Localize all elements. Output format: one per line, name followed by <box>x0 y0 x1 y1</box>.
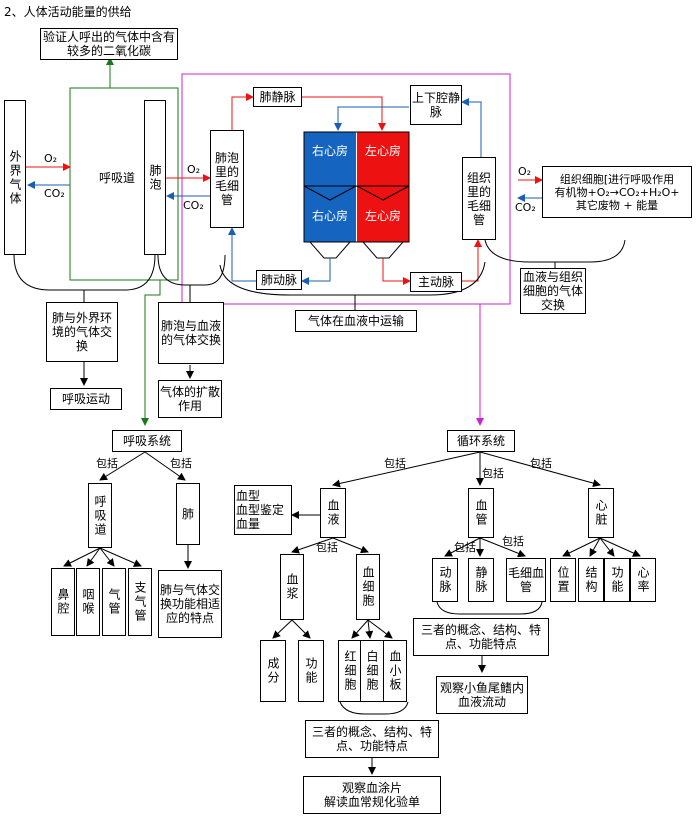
blood-cell-box: 血细胞 <box>356 554 380 620</box>
wbc-box: 白细胞 <box>360 640 384 702</box>
blood-concepts-box: 三者的概念、结构、特点、功能特点 <box>305 720 439 758</box>
include-label: 包括 <box>454 541 476 554</box>
trachea-box: 气管 <box>102 568 126 636</box>
pulmonary-artery-box: 肺动脉 <box>256 270 302 290</box>
right-atrium-label: 右心房 <box>311 143 348 158</box>
artery-box: 动脉 <box>432 558 458 602</box>
resp-system-box: 呼吸系统 <box>112 430 182 452</box>
page-title: 2、人体活动能量的供给 <box>4 5 132 19</box>
respiratory-frame <box>69 87 179 281</box>
aorta-box: 主动脉 <box>410 272 462 292</box>
capillary-box: 毛细血管 <box>506 558 546 602</box>
blood-type-box: 血型 血型鉴定 血量 <box>234 485 292 535</box>
circ-system-box: 循环系统 <box>447 430 515 452</box>
include-label: 包括 <box>530 457 552 470</box>
include-label: 包括 <box>502 535 524 548</box>
blood-transport-box: 气体在血液中运输 <box>295 310 417 332</box>
position-box: 位置 <box>550 558 576 602</box>
alveolar-capillary-box: 肺泡里的毛细管 <box>210 130 244 228</box>
plasma-box: 血浆 <box>280 554 304 620</box>
heart-rate-box: 心率 <box>630 558 656 602</box>
breathing-motion-box: 呼吸运动 <box>50 388 122 410</box>
circulation-frame <box>181 73 511 305</box>
vein-box: 静脉 <box>468 558 494 602</box>
o2-label-left: O₂ <box>44 152 58 165</box>
co2-label-left: CO₂ <box>44 187 65 200</box>
include-label: 包括 <box>170 457 192 470</box>
o2-label-mid: O₂ <box>187 163 201 176</box>
nasal-box: 鼻腔 <box>51 568 75 636</box>
function-box: 功能 <box>298 640 324 702</box>
airway-box: 呼吸道 <box>98 170 135 185</box>
include-label: 包括 <box>384 457 406 470</box>
vessel-concepts-box: 三者的概念、结构、特点、功能特点 <box>413 618 549 656</box>
tissue-exchange-box: 血液与组织细胞的气体交换 <box>520 268 586 314</box>
observe-fish-box: 观察小鱼尾鳍内血液流动 <box>436 676 528 714</box>
rbc-box: 红细胞 <box>338 640 362 702</box>
composition-box: 成分 <box>260 640 286 702</box>
diffusion-box: 气体的扩散作用 <box>158 380 222 418</box>
left-atrium-label: 左心房 <box>364 143 401 158</box>
platelet-box: 血小板 <box>383 640 407 702</box>
co2-label-mid: CO₂ <box>183 199 204 212</box>
include-label: 包括 <box>482 467 504 480</box>
lung-exchange-box: 肺与外界环境的气体交换 <box>46 302 118 362</box>
pulmonary-vein-box: 肺静脉 <box>253 87 302 107</box>
right-ventricle-label: 右心房 <box>311 208 348 223</box>
vessel-box: 血管 <box>468 488 494 538</box>
bronchi-box: 支气管 <box>128 568 152 636</box>
include-label: 包括 <box>316 541 338 554</box>
pharynx-box: 咽喉 <box>76 568 100 636</box>
include-label: 包括 <box>96 457 118 470</box>
heart-box: 心脏 <box>588 488 614 538</box>
tissue-cell-box: 组织细胞[进行呼吸作用有机物+O₂→CO₂+H₂O+其它废物 + 能量 <box>542 166 692 218</box>
observe-blood-box: 观察血涂片 解读血常规化验单 <box>303 776 441 814</box>
heart-function-box: 功能 <box>604 558 630 602</box>
lung-box: 肺泡 <box>144 100 166 255</box>
o2-label-right: O₂ <box>518 165 532 178</box>
lung2-box: 肺 <box>176 483 200 545</box>
blood-box: 血液 <box>320 488 346 538</box>
tissue-capillary-box: 组织里的毛细管 <box>462 157 496 240</box>
structure-box: 结构 <box>578 558 604 602</box>
right-heart <box>304 132 356 242</box>
resp-tract-box: 呼吸道 <box>88 483 112 548</box>
lung-feature-box: 肺与气体交换功能相适应的特点 <box>158 570 222 638</box>
vena-cava-box: 上下腔静脉 <box>410 85 462 125</box>
left-ventricle-label: 左心房 <box>364 208 401 223</box>
alveolar-blood-box: 肺泡与血液的气体交换 <box>158 302 224 364</box>
external-air-box: 外界气体 <box>4 100 26 255</box>
co2-label-right: CO₂ <box>515 201 536 214</box>
verify-co2-box: 验证人呼出的气体中含有较多的二氧化碳 <box>40 28 178 60</box>
left-heart <box>357 132 409 242</box>
